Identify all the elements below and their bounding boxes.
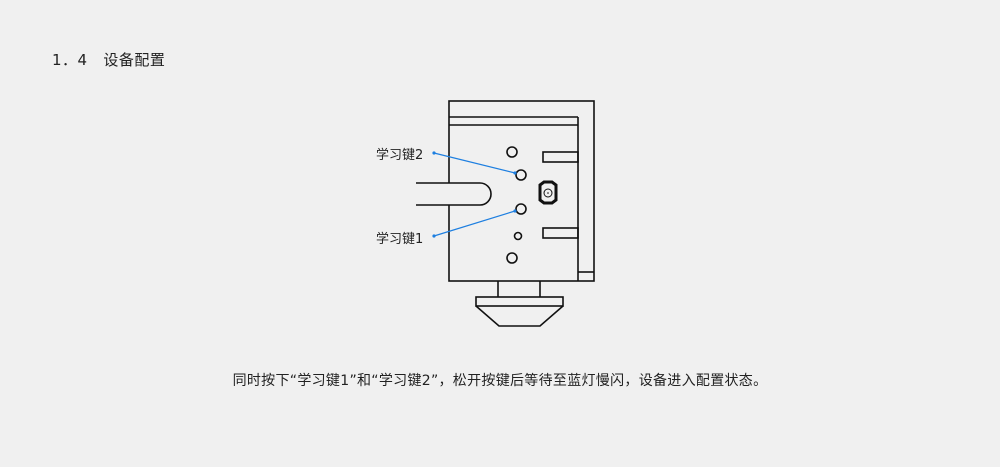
top-hole [506, 146, 518, 158]
callout-line-key1 [433, 210, 516, 237]
callout-label-key1: 学习键1 [376, 232, 424, 247]
learn-key-1 [515, 203, 527, 215]
base-foot [475, 305, 564, 327]
section-title: 1．4 设备配置 [52, 51, 166, 69]
small-hole [513, 231, 523, 241]
slot-lower [542, 227, 579, 239]
callout-line-key2 [433, 152, 516, 174]
slot-upper [542, 151, 579, 163]
callout-label-key2: 学习键2 [376, 148, 424, 163]
base-top [475, 296, 564, 307]
instruction-caption: 同时按下“学习键1”和“学习键2”，松开按键后等待至蓝灯慢闪，设备进入配置状态。 [232, 373, 768, 389]
bottom-hole [506, 252, 518, 264]
cable [416, 182, 492, 206]
hex-nut [538, 180, 558, 205]
learn-key-2 [515, 169, 527, 181]
